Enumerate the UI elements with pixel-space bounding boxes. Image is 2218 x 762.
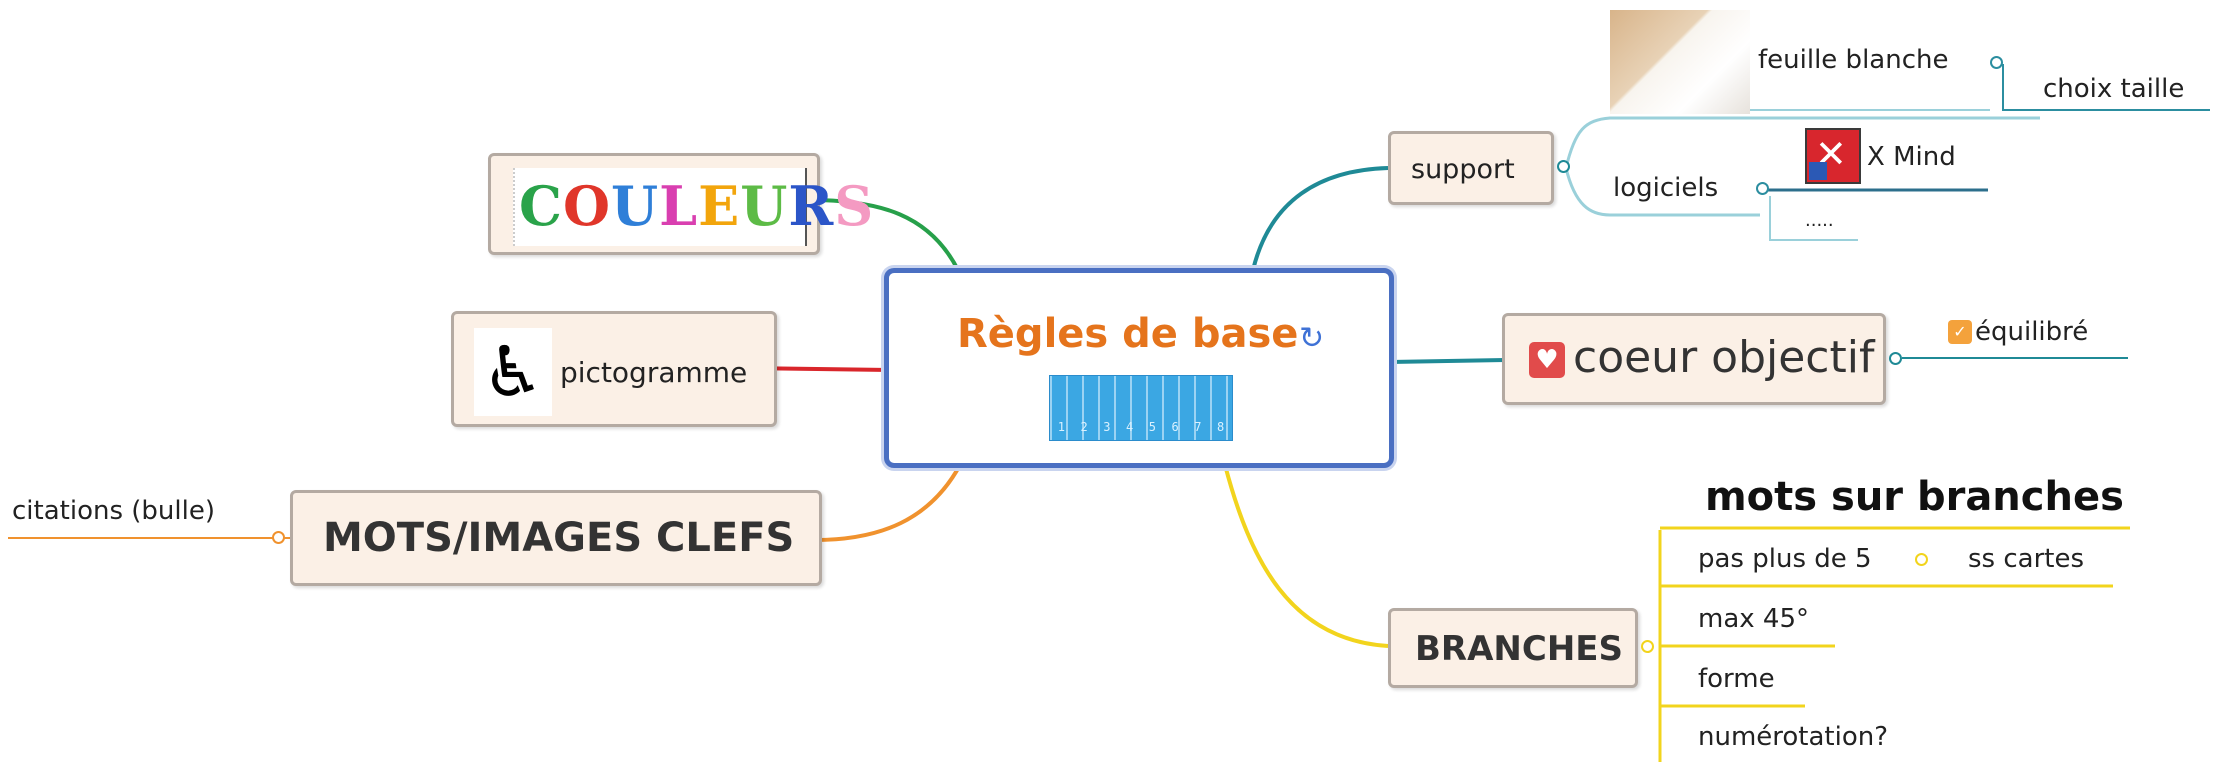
fold-logiciels[interactable]: [1756, 182, 1769, 195]
fold-mots-images[interactable]: [272, 531, 285, 544]
central-title: Règles de base: [957, 311, 1299, 357]
topic-coeur-objectif[interactable]: ♥ coeur objectif: [1502, 313, 1886, 405]
choix-taille-label: choix taille: [2043, 74, 2185, 104]
couleurs-letter: R: [788, 174, 835, 238]
couleurs-letter: U: [740, 174, 789, 238]
mots-sur-branches-header: mots sur branches: [1705, 474, 2124, 520]
fold-pas-plus[interactable]: [1915, 553, 1928, 566]
branch-item-numerotation: numérotation?: [1698, 722, 1889, 752]
couleurs-image: COULEURS: [513, 168, 873, 246]
xmind-label: X Mind: [1867, 142, 1956, 172]
ruler-number: 4: [1126, 420, 1134, 434]
ruler-number: 7: [1194, 420, 1202, 434]
link-dots: [1769, 196, 1858, 241]
branch-item-forme: forme: [1698, 664, 1775, 694]
link-choix-taille: [2002, 64, 2210, 111]
pictogramme-label: pictogramme: [560, 356, 748, 389]
support-label: support: [1411, 154, 1515, 185]
citations-label: citations (bulle): [12, 496, 215, 526]
topic-pictogramme[interactable]: ♿ pictogramme: [451, 311, 777, 427]
topic-support[interactable]: support: [1388, 131, 1554, 205]
link-support: [1251, 166, 1389, 271]
fold-coeur[interactable]: [1889, 352, 1902, 365]
refresh-icon: ↻: [1299, 321, 1325, 356]
couleurs-letter: O: [562, 174, 612, 238]
branch-item-pas-plus: pas plus de 5: [1698, 544, 1872, 574]
link-mots-images: [814, 464, 962, 542]
heart-icon: ♥: [1529, 342, 1565, 378]
topic-mots-images-clefs[interactable]: MOTS/IMAGES CLEFS: [290, 490, 822, 586]
ruler-number: 8: [1217, 420, 1225, 434]
branches-label: BRANCHES: [1415, 629, 1623, 669]
topic-couleurs[interactable]: COULEURS: [488, 153, 873, 255]
couleurs-word: COULEURS: [519, 174, 874, 238]
couleurs-letter: E: [698, 174, 741, 238]
link-coeur: [1391, 358, 1506, 364]
feuille-label: feuille blanche: [1758, 45, 1949, 75]
branch-item-max45: max 45°: [1698, 604, 1809, 634]
mots-images-label: MOTS/IMAGES CLEFS: [323, 515, 795, 561]
couleurs-letter: C: [519, 174, 563, 238]
ruler-number: 6: [1171, 420, 1179, 434]
thumbs-up-icon: ✓: [1948, 320, 1972, 344]
logiciels-label: logiciels: [1613, 173, 1719, 203]
coeur-label: coeur objectif: [1573, 332, 1875, 383]
xmind-icon: ✕: [1805, 128, 1861, 184]
equilibre-label: équilibré: [1975, 317, 2089, 347]
fold-feuille[interactable]: [1990, 56, 2003, 69]
couleurs-letter: U: [611, 174, 660, 238]
fold-support[interactable]: [1557, 160, 1570, 173]
couleurs-letter: S: [834, 174, 875, 238]
fold-branches[interactable]: [1641, 640, 1654, 653]
ruler-number: 1: [1057, 420, 1065, 434]
link-logiciels: [1564, 167, 1760, 217]
link-branches: [1223, 464, 1389, 648]
ruler-number: 3: [1103, 420, 1111, 434]
ruler-number: 2: [1080, 420, 1088, 434]
ss-cartes-label: ss cartes: [1968, 544, 2085, 574]
link-support-children: [1564, 116, 2040, 169]
link-couleurs: [809, 198, 960, 271]
ruler-number: 5: [1148, 420, 1156, 434]
dots-label: .....: [1805, 210, 1834, 231]
couleurs-letter: L: [659, 174, 699, 238]
wheelchair-icon: ♿: [474, 328, 552, 416]
topic-branches[interactable]: BRANCHES: [1388, 608, 1638, 688]
paper-image: [1610, 10, 1750, 114]
